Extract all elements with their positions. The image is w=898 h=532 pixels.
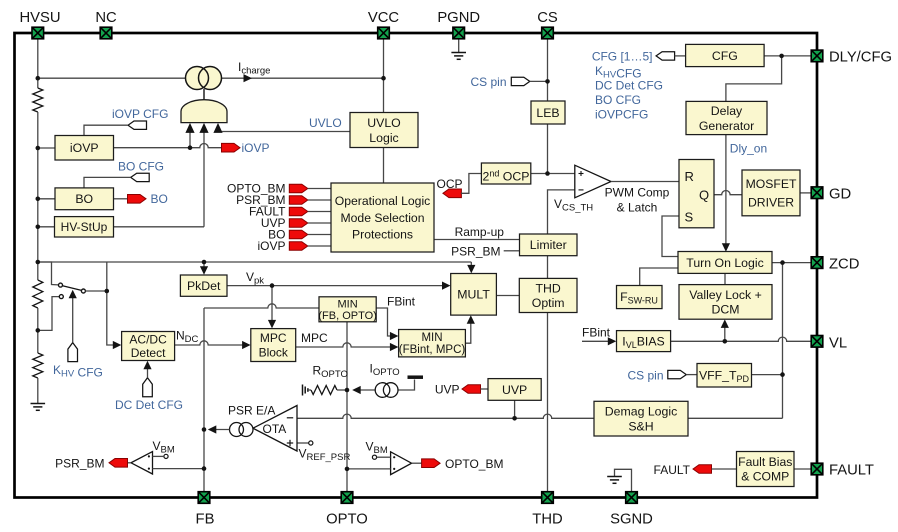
svg-text:UVLO: UVLO bbox=[367, 116, 401, 130]
svg-text:HV-StUp: HV-StUp bbox=[61, 220, 108, 234]
svg-text:MOSFET: MOSFET bbox=[746, 177, 797, 191]
svg-text:UVLO: UVLO bbox=[309, 116, 342, 130]
svg-text:ZCD: ZCD bbox=[829, 257, 859, 273]
svg-text:PSR_BM: PSR_BM bbox=[55, 457, 104, 471]
svg-text:FAULT: FAULT bbox=[829, 463, 874, 479]
svg-text:S&H: S&H bbox=[628, 419, 653, 433]
svg-text:DC Det CFG: DC Det CFG bbox=[595, 79, 663, 93]
svg-text:BO: BO bbox=[268, 228, 285, 242]
svg-text:iOVP: iOVP bbox=[70, 141, 99, 155]
svg-text:UVP: UVP bbox=[502, 383, 527, 397]
svg-text:MPC: MPC bbox=[301, 331, 328, 345]
svg-text:HVSU: HVSU bbox=[19, 10, 60, 26]
svg-text:DLY/CFG: DLY/CFG bbox=[829, 50, 892, 66]
svg-text:THD: THD bbox=[532, 512, 562, 528]
svg-text:CS: CS bbox=[537, 10, 558, 26]
svg-text:Protections: Protections bbox=[352, 228, 413, 242]
svg-text:VCC: VCC bbox=[368, 10, 400, 26]
svg-text:Dly_on: Dly_on bbox=[730, 142, 767, 156]
svg-text:PSR_BM: PSR_BM bbox=[236, 193, 285, 207]
svg-text:Detect: Detect bbox=[131, 346, 166, 360]
svg-text:OPTO: OPTO bbox=[326, 512, 368, 528]
svg-text:Ramp-up: Ramp-up bbox=[455, 225, 505, 239]
svg-text:BO: BO bbox=[75, 192, 93, 206]
svg-text:iOVPCFG: iOVPCFG bbox=[595, 108, 648, 122]
svg-text:SGND: SGND bbox=[610, 512, 653, 528]
svg-text:THD: THD bbox=[536, 281, 561, 295]
svg-text:(FBint, MPC): (FBint, MPC) bbox=[399, 344, 466, 356]
svg-text:Operational Logic: Operational Logic bbox=[335, 194, 431, 208]
svg-text:CFG: CFG bbox=[712, 49, 738, 63]
svg-text:(FB, OPTO): (FB, OPTO) bbox=[318, 310, 376, 322]
svg-text:Generator: Generator bbox=[699, 119, 754, 133]
svg-text:MPC: MPC bbox=[260, 331, 287, 345]
svg-text:LEB: LEB bbox=[536, 106, 559, 120]
svg-text:PWM Comp: PWM Comp bbox=[605, 186, 670, 200]
svg-text:MULT: MULT bbox=[457, 288, 490, 302]
svg-text:iOVP: iOVP bbox=[257, 239, 285, 253]
svg-text:OPTO_BM: OPTO_BM bbox=[227, 182, 285, 196]
svg-text:Demag Logic: Demag Logic bbox=[605, 405, 677, 419]
svg-text:Mode Selection: Mode Selection bbox=[340, 211, 424, 225]
svg-text:Block: Block bbox=[259, 346, 289, 360]
svg-text:PkDet: PkDet bbox=[187, 279, 221, 293]
svg-text:DRIVER: DRIVER bbox=[748, 195, 794, 209]
svg-text:OTA: OTA bbox=[263, 422, 287, 436]
svg-text:PSR E/A: PSR E/A bbox=[228, 404, 275, 418]
svg-text:Valley Lock +: Valley Lock + bbox=[689, 288, 762, 302]
svg-text:R: R bbox=[685, 169, 694, 184]
svg-text:Q: Q bbox=[699, 188, 709, 203]
svg-text:FBint: FBint bbox=[582, 325, 611, 339]
svg-text:CFG [1…5]: CFG [1…5] bbox=[592, 50, 653, 64]
svg-text:Limiter: Limiter bbox=[530, 238, 567, 252]
svg-text:OPTO_BM: OPTO_BM bbox=[445, 457, 503, 471]
svg-text:Delay: Delay bbox=[711, 104, 743, 118]
svg-text:FB: FB bbox=[196, 512, 215, 528]
svg-text:CS pin: CS pin bbox=[627, 368, 663, 382]
svg-text:iOVP CFG: iOVP CFG bbox=[112, 107, 168, 121]
svg-text:Turn On Logic: Turn On Logic bbox=[686, 256, 763, 270]
svg-text:& COMP: & COMP bbox=[741, 470, 789, 484]
svg-text:GD: GD bbox=[829, 187, 851, 203]
svg-text:MIN: MIN bbox=[338, 298, 358, 310]
svg-text:BO CFG: BO CFG bbox=[118, 160, 164, 174]
svg-text:VL: VL bbox=[829, 336, 847, 352]
svg-text:FAULT: FAULT bbox=[654, 463, 691, 477]
svg-text:KHV CFG: KHV CFG bbox=[53, 363, 103, 380]
svg-text:S: S bbox=[685, 210, 694, 225]
svg-text:FAULT: FAULT bbox=[249, 205, 286, 219]
svg-text:& Latch: & Latch bbox=[617, 201, 658, 215]
svg-text:BO: BO bbox=[151, 192, 168, 206]
svg-text:NC: NC bbox=[95, 10, 117, 26]
svg-text:iOVP: iOVP bbox=[242, 141, 270, 155]
svg-text:DCM: DCM bbox=[711, 303, 739, 317]
svg-text:MIN: MIN bbox=[421, 332, 442, 344]
svg-text:BO CFG: BO CFG bbox=[595, 93, 641, 107]
svg-text:Fault Bias: Fault Bias bbox=[738, 455, 792, 469]
svg-text:AC/DC: AC/DC bbox=[129, 333, 167, 347]
svg-text:UVP: UVP bbox=[261, 216, 286, 230]
svg-text:Logic: Logic bbox=[369, 131, 398, 145]
svg-text:FBint: FBint bbox=[387, 295, 416, 309]
svg-text:CS pin: CS pin bbox=[470, 75, 506, 89]
svg-text:DC Det CFG: DC Det CFG bbox=[115, 398, 183, 412]
svg-text:Optim: Optim bbox=[532, 296, 565, 310]
svg-text:OCP: OCP bbox=[436, 177, 462, 191]
svg-text:PSR_BM: PSR_BM bbox=[451, 245, 500, 259]
svg-text:PGND: PGND bbox=[437, 10, 480, 26]
svg-text:UVP: UVP bbox=[435, 382, 460, 396]
